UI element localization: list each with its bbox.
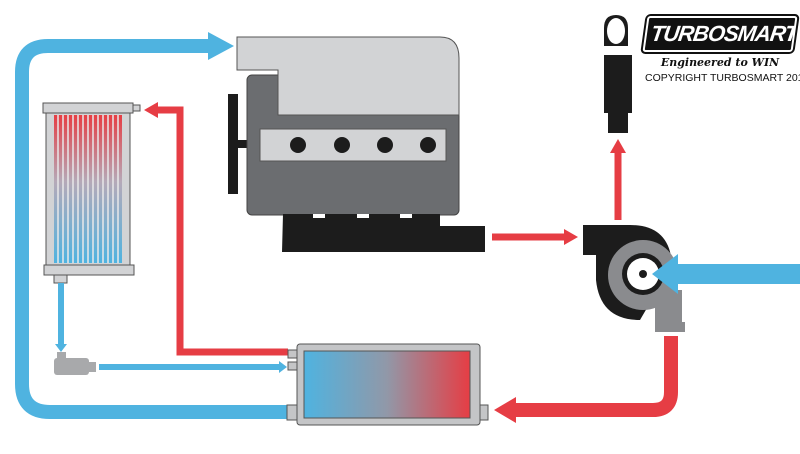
hot-exhaust-pipe (492, 229, 578, 245)
cold-charge-pipe (15, 32, 290, 419)
arrow-into-intercooler-icon (279, 361, 287, 373)
arrow-into-bov-icon (610, 139, 626, 153)
radiator-fin (72, 115, 74, 263)
blow-off-valve (604, 15, 632, 133)
hot-water-pipe (144, 102, 288, 356)
radiator-fin (57, 115, 59, 263)
radiator-fin (62, 115, 64, 263)
cold-water-pipe-to-pump (55, 283, 67, 352)
hot-charge-pipe (494, 336, 678, 423)
water-pump (54, 352, 96, 375)
cylinder-head (259, 128, 447, 162)
hot-pipe-to-bov (610, 139, 626, 220)
radiator-fin (67, 115, 69, 263)
copyright-text: COPYRIGHT TURBOSMART 2012 (645, 72, 800, 84)
radiator-fin (87, 115, 89, 263)
radiator-fin (112, 115, 114, 263)
turbocharger (583, 225, 685, 332)
radiator-fin (92, 115, 94, 263)
intercooler (286, 343, 489, 426)
radiator-fin (107, 115, 109, 263)
heat-exchanger (42, 102, 141, 284)
arrow-into-radiator-icon (144, 102, 158, 118)
arrow-into-engine-icon (208, 32, 234, 60)
tagline: Engineered to WIN (660, 56, 780, 69)
arrow-into-turbo-icon (564, 229, 578, 245)
intake-manifold (236, 36, 460, 116)
arrow-into-compressor-icon (652, 254, 678, 294)
arrow-into-intercooler-hot-icon (494, 397, 516, 423)
radiator-fin (82, 115, 84, 263)
cold-intake-pipe (652, 254, 800, 294)
arrow-into-pump-icon (55, 344, 67, 352)
radiator-fin (97, 115, 99, 263)
exhaust-manifold (282, 214, 485, 252)
turbosmart-logo: TURBOSMART Engineered to WIN COPYRIGHT T… (640, 14, 800, 84)
logo-text: TURBOSMART (640, 14, 800, 54)
radiator-fin (117, 115, 119, 263)
cold-water-pipe-to-intercooler (99, 361, 287, 373)
engine (228, 36, 485, 252)
radiator-fin (102, 115, 104, 263)
radiator-fin (77, 115, 79, 263)
